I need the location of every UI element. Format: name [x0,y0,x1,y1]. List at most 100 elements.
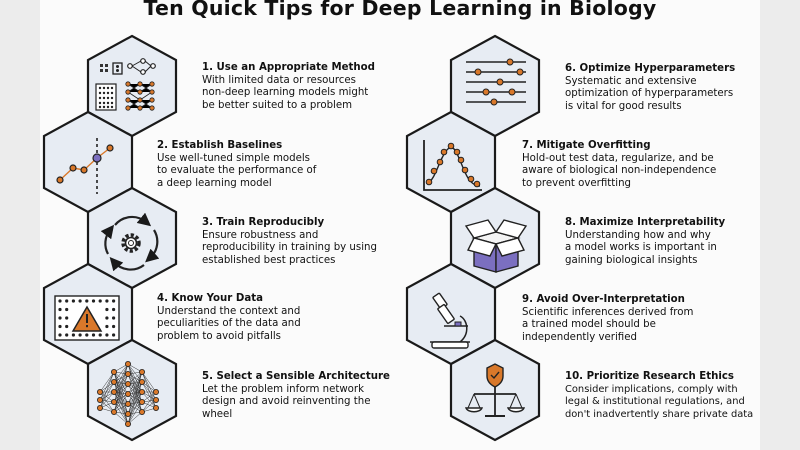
hex-tip-1 [86,34,178,138]
network-node [97,388,104,395]
tip-heading: 9. Avoid Over-Interpretation [522,294,685,305]
tip-5: 5. Select a Sensible Architecture Let th… [202,371,390,421]
hex-tip-7 [405,110,497,214]
tip-4: 4. Know Your Data Understand the context… [157,293,301,343]
ethics-scale-icon [464,363,526,417]
data-dot [85,299,89,303]
hex-tip-5 [86,338,178,442]
network-edge [99,371,115,409]
tip-line: Use well-tuned simple models [157,152,310,164]
data-dot [85,333,89,337]
network-node [125,400,132,407]
tip-10: 10. Prioritize Research Ethics Consider … [565,371,753,421]
tip-line: reproducibility in training by using [202,242,377,254]
tip-line: Let the problem inform network [202,383,364,395]
network-node [111,388,118,395]
data-dot [112,324,116,329]
network-edge [113,373,129,413]
tip-9: 9. Avoid Over-Interpretation Scientific … [522,294,693,344]
tip-6: 6. Optimize Hyperparameters Systematic a… [565,63,735,113]
data-dot [78,333,82,337]
network-node [138,408,145,415]
data-dot [65,299,69,303]
network-edge [127,391,143,425]
data-dot [91,333,96,337]
tip-line: Understand the context and [157,305,301,317]
tip-line: peculiarities of the data and [157,318,301,330]
data-warning-icon [54,295,120,341]
tip-line: a trained model should be [522,319,656,331]
left-margin [0,0,40,450]
network-node [111,408,118,415]
tip-line: Consider implications, comply with [565,383,738,395]
sliders-icon [466,58,526,106]
tip-line: design and avoid reinventing the [202,396,371,408]
tip-line: wheel [202,408,233,420]
data-dot [65,324,69,329]
network-edge [127,371,143,405]
network-edge [127,401,143,425]
cycle-gear-icon [100,212,160,272]
microscope-icon [430,292,470,349]
network-edge [99,371,115,401]
data-dot [112,333,116,337]
tip-line: Scientific inferences derived from [522,306,694,318]
tip-heading: 4. Know Your Data [157,293,263,304]
tip-heading: 8. Maximize Interpretability [565,217,726,228]
network-node [138,378,145,385]
data-dot [58,316,62,320]
data-dot [78,299,82,303]
data-dot [58,324,62,329]
network-node [97,396,104,403]
network-edge [99,381,115,401]
network-edge [99,381,115,409]
tip-line: be better suited to a problem [202,99,353,111]
network-edge [127,371,143,395]
page-title: Ten Quick Tips for Deep Learning in Biol… [143,0,657,20]
tip-line: gaining biological insights [565,254,698,266]
network-node [111,398,118,405]
network-node [138,398,145,405]
tip-line: a deep learning model [157,177,272,189]
data-dot [98,299,102,303]
tip-line: optimization of hyperparameters [565,88,734,100]
network-node [125,370,132,377]
network-node [138,388,145,395]
tip-heading: 10. Prioritize Research Ethics [565,371,734,382]
data-dot [58,299,62,303]
hex-tip-10 [449,338,541,442]
network-node [138,368,145,375]
tip-heading: 3. Train Reproducibly [202,217,325,228]
method-comparison-icon [95,58,156,111]
data-dot [112,307,116,312]
network-node [125,380,132,387]
data-dot [105,333,109,337]
tip-heading: 7. Mitigate Overfitting [522,140,651,151]
tip-line: a model works is important in [565,242,717,254]
network-edge [113,363,129,383]
network-node [152,388,159,395]
overfit-curve-icon [423,140,482,191]
data-dot [105,299,109,303]
tip-line: Ensure robustness and [202,229,319,241]
right-margin [760,0,800,450]
network-edge [127,371,143,385]
data-dot [98,333,102,337]
tip-line: don't inadvertently share private data [565,408,754,420]
baseline-chart-icon [56,138,114,194]
data-dot [58,333,62,337]
tip-heading: 2. Establish Baselines [157,140,283,151]
tip-heading: 1. Use an Appropriate Method [202,62,375,73]
data-dot [105,316,109,320]
tip-line: to evaluate the performance of [157,165,317,177]
tip-3: 3. Train Reproducibly Ensure robustness … [202,217,377,267]
data-dot [58,307,62,312]
network-edge [141,391,157,413]
data-dot [71,333,75,337]
tip-line: Hold-out test data, regularize, and be [522,152,714,164]
tip-8: 8. Maximize Interpretability Understandi… [565,217,725,267]
tip-line: non-deep learning models might [202,87,369,99]
tip-heading: 6. Optimize Hyperparameters [565,63,736,74]
tip-line: is vital for good results [565,100,682,112]
